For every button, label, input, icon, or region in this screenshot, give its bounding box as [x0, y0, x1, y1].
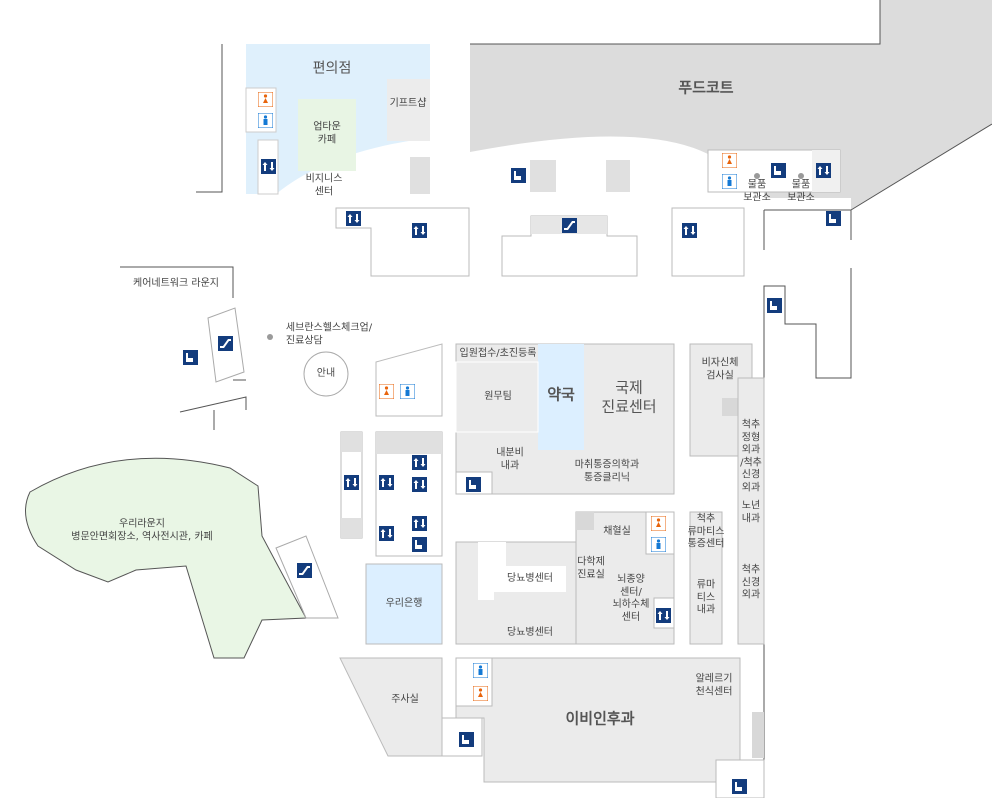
stairs-icon — [412, 537, 427, 552]
woori-bank-label: 우리은행 — [385, 597, 423, 609]
elevator-icon — [412, 455, 427, 470]
diabetes-center-label-1: 당뇨병센터 — [507, 572, 553, 584]
uptown-cafe-label: 업타운 카페 — [313, 121, 341, 146]
mens-restroom-icon — [722, 174, 737, 189]
woori-lounge-area — [25, 457, 307, 659]
convenience-store-label: 편의점 — [312, 60, 352, 77]
rheumatism-center-label: 척추 류마티스 통증센터 — [687, 513, 725, 550]
womens-restroom-icon — [379, 384, 394, 399]
geriatric-label: 노년 내과 — [741, 500, 761, 525]
womens-restroom-icon — [258, 92, 273, 107]
stairs-icon — [771, 163, 786, 178]
woori-bank-area — [365, 563, 443, 645]
elevator-icon — [346, 211, 361, 226]
food-court-label: 푸드코트 — [678, 78, 734, 97]
stairs-icon — [767, 298, 782, 313]
woori-lounge-label: 우리라운지 병문안면회장소, 역사전시관, 카페 — [71, 518, 213, 543]
mens-restroom-icon — [473, 663, 488, 678]
info-desk-label: 안내 — [316, 367, 336, 379]
elevator-icon — [412, 223, 427, 238]
allergy-center-label: 알레르기 천식센터 — [695, 673, 733, 698]
escalator-icon — [297, 563, 312, 578]
storage-location-dot-2 — [798, 173, 804, 179]
anesthesia-pain-clinic-label: 마취통증의학과 통증클리닉 — [574, 459, 640, 484]
rheumatology-label: 류마 티스 내과 — [696, 579, 716, 616]
severance-checkup-label: 세브란스헬스체크업/ 진료상담 — [285, 322, 373, 347]
uptown-cafe-area — [298, 99, 356, 171]
elevator-icon — [344, 475, 359, 490]
info-desk-circle — [303, 351, 349, 397]
escalator-icon — [562, 218, 577, 233]
elevator-icon — [656, 608, 671, 623]
pharmacy-area — [538, 344, 584, 450]
womens-restroom-icon — [651, 516, 666, 531]
elevator-icon — [261, 159, 276, 174]
elevator-icon — [412, 516, 427, 531]
ent-label: 이비인후과 — [565, 709, 635, 728]
body-scan-label: 비자신체 검사실 — [701, 357, 739, 382]
pharmacy-label: 약국 — [547, 385, 575, 404]
elevator-icon — [682, 223, 697, 238]
elevator-icon — [412, 477, 427, 492]
registration-label: 입원접수/초진등록 — [459, 347, 537, 359]
endocrinology-label: 내분비 내과 — [496, 447, 524, 472]
mens-restroom-icon — [651, 537, 666, 552]
checkup-location-dot — [267, 334, 273, 340]
storage-label-2: 물품 보관소 — [787, 179, 815, 204]
multidisciplinary-label: 다학제 진료실 — [577, 556, 605, 581]
blood-collection-label: 채혈실 — [603, 525, 631, 537]
international-center-label: 국제 진료센터 — [601, 378, 657, 415]
stairs-icon — [826, 211, 841, 226]
gift-shop-label: 기프트샵 — [389, 97, 427, 109]
injection-room-label: 주사실 — [391, 693, 419, 705]
elevator-icon — [816, 163, 831, 178]
stairs-icon — [732, 779, 747, 794]
storage-label-1: 물품 보관소 — [743, 179, 771, 204]
elevator-icon — [379, 475, 394, 490]
mens-restroom-icon — [258, 113, 273, 128]
stairs-icon — [459, 732, 474, 747]
spine-neuro-label: 척추 신경 외과 — [741, 564, 761, 601]
diabetes-center-label-2: 당뇨병센터 — [507, 626, 553, 638]
stairs-icon — [466, 477, 481, 492]
storage-location-dot-1 — [754, 173, 760, 179]
womens-restroom-icon — [722, 153, 737, 168]
stairs-icon — [511, 168, 526, 183]
womens-restroom-icon — [473, 686, 488, 701]
stairs-icon — [183, 350, 198, 365]
carenetwork-lounge-label: 케어네트워크 라운지 — [133, 277, 219, 289]
mens-restroom-icon — [400, 384, 415, 399]
elevator-icon — [379, 526, 394, 541]
spine-ortho-label: 척추 정형 외과 /척추 신경 외과 — [740, 419, 762, 494]
wonmuting-label: 원무팀 — [484, 390, 512, 402]
business-center-label: 비지니스 센터 — [305, 173, 343, 198]
escalator-icon — [218, 336, 233, 351]
brain-tumor-center-label: 뇌종양 센터/ 뇌하수체 센터 — [612, 574, 650, 623]
